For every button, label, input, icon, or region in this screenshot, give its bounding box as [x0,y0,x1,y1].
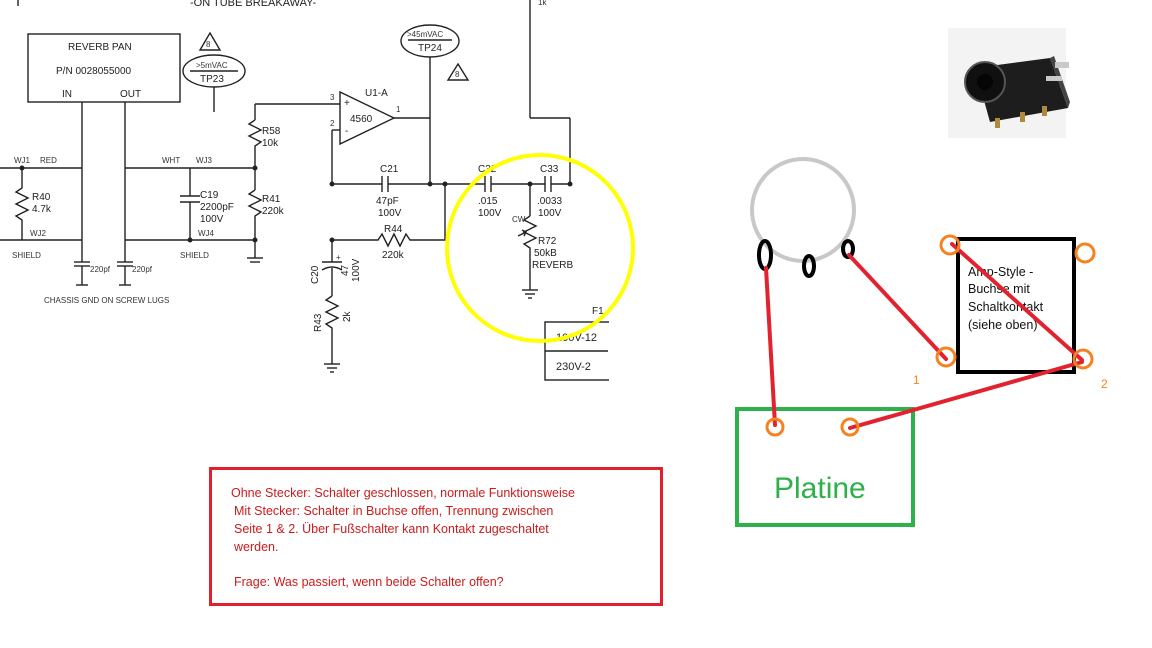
r72-label: REVERB [532,260,573,271]
c19-name: C19 [200,190,219,201]
jack-photo [948,28,1070,138]
c33-name: C33 [540,164,559,175]
wire-wht: WHT [162,156,180,165]
r40-name: R40 [32,192,51,203]
u1a-chip: 4560 [350,114,373,125]
c20-name: C20 [310,265,321,284]
red-wires [764,242,1084,430]
c20-polarity: + [336,253,341,262]
reverb-pan-part-number: P/N 0028055000 [56,66,132,77]
pin-2-label: 2 [1101,377,1108,391]
schematic-header: -ON TUBE BREAKAWAY- [190,0,316,9]
wire-red: RED [40,156,57,165]
orange-pins [765,234,1096,437]
r43-name: R43 [313,313,324,332]
c19-value: 2200pF [200,202,234,213]
c21-value: 47pF [376,196,399,207]
jack-box [956,237,1076,374]
u1a-minus: - [345,126,348,137]
note-line-3: Seite 1 & 2. Über Fußschalter kann Konta… [234,522,549,536]
schematic: -ON TUBE BREAKAWAY- 1k REVERB PAN P/N 00… [0,0,626,381]
pin-board-left [765,417,785,437]
tp23-name: TP23 [200,74,224,85]
tp24-voltage: >45mVAC [407,30,443,39]
c19-voltage: 100V [200,214,224,225]
note-line-2: Mit Stecker: Schalter in Buchse offen, T… [234,504,554,518]
wiring-diagram: Platine Amp-Style - Buchse mit Schaltkon… [735,157,1108,527]
r43-value: 2k [342,310,353,322]
tp24-name: TP24 [418,43,442,54]
pot-lug-right [841,239,855,259]
highlight-circle [445,153,635,343]
tp23-warning-number: 8 [206,40,211,49]
r41-value: 220k [262,206,285,217]
wire-wj2: WJ2 [30,229,47,238]
reverb-pan-title: REVERB PAN [68,42,132,53]
c33-value: .0033 [537,196,562,207]
platine-board [735,407,915,527]
note-box: Ohne Stecker: Schalter geschlossen, norm… [209,467,663,606]
pin-board-right [840,417,860,437]
u1a-pin1: 1 [396,105,401,114]
c20-voltage: 100V [351,258,362,282]
u1a-plus: + [344,98,350,109]
chassis-note: CHASSIS GND ON SCREW LUGS [44,296,169,305]
r44-name: R44 [384,224,403,235]
cap-220pf-2: 220pf [132,265,153,274]
c21-voltage: 100V [378,208,402,219]
shield-mid: SHIELD [180,251,209,260]
platine-label: Platine [774,472,866,505]
warning-triangle-icon [446,62,470,81]
jack-label-line-3: Schaltkontakt [968,300,1044,314]
pin-jack-2 [1072,348,1094,370]
pin-jack-1 [935,346,957,368]
top-resistor-value: 1k [538,0,547,7]
note-line-4: werden. [234,540,279,554]
pin-jack-top-right [1074,242,1096,264]
note-line-1: Ohne Stecker: Schalter geschlossen, norm… [231,486,575,500]
jack-label-line-4: (siehe oben) [968,318,1038,332]
fuse-v2: 230V-2 [556,361,591,373]
c32-value: .015 [478,196,498,207]
c20-value: 47 [340,264,351,276]
u1a-pin3: 3 [330,93,335,102]
r72-value: 50kB [534,248,557,259]
reverb-pan-out: OUT [120,89,141,100]
potentiometer-body [750,157,856,263]
cap-220pf-1: 220pf [90,265,111,274]
fuse-name: F1 [592,306,604,317]
pot-lug-middle [802,254,816,278]
pin-1-label: 1 [913,373,920,387]
c32-voltage: 100V [478,208,502,219]
reverb-pan-box [27,33,181,103]
jack-label-line-2: Buchse mit [968,282,1030,296]
r72-cw: CW [512,215,526,224]
fuse-v1: 100V-12 [556,332,597,344]
opamp-u1a [339,90,396,146]
r72-name: R72 [538,236,557,247]
c21-name: C21 [380,164,399,175]
wire-wj3: WJ3 [196,156,213,165]
r58-name: R58 [262,126,281,137]
pin-jack-top-left [939,234,961,256]
shield-left: SHIELD [12,251,41,260]
tp23-voltage: >5mVAC [196,61,228,70]
u1a-pin2: 2 [330,119,335,128]
u1a-name: U1-A [365,88,388,99]
reverb-pan-in: IN [62,89,72,100]
note-question: Frage: Was passiert, wenn beide Schalter… [234,575,504,589]
r44-value: 220k [382,250,405,261]
warning-triangle-icon [198,31,222,51]
wire-wj4: WJ4 [198,229,215,238]
tp24-warning-number: 8 [455,70,460,79]
r40-value: 4.7k [32,204,52,215]
wire-wj1: WJ1 [14,156,31,165]
c33-voltage: 100V [538,208,562,219]
r41-name: R41 [262,194,281,205]
r58-value: 10k [262,138,279,149]
